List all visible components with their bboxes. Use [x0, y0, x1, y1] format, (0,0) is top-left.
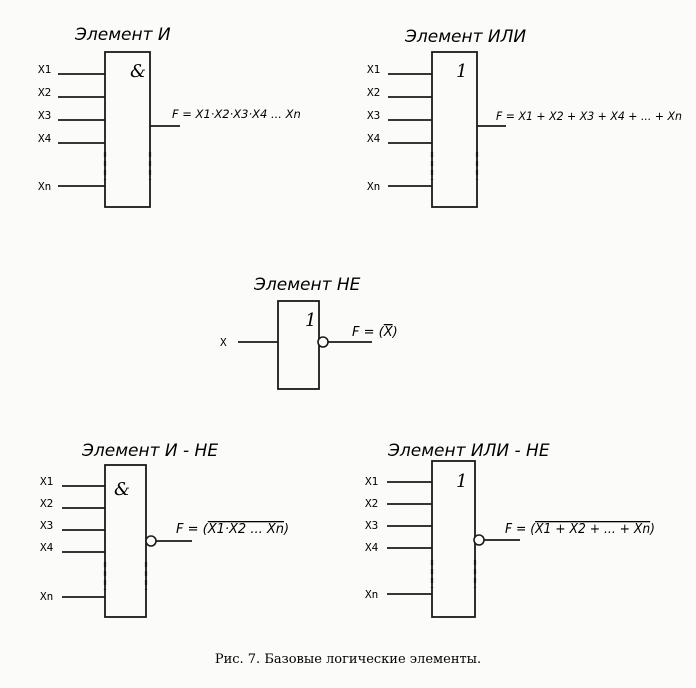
- not-formula-suffix: ): [392, 325, 398, 340]
- or-input-label-1: X1: [367, 63, 380, 76]
- nand-gate-symbol: &: [114, 479, 130, 500]
- or-input-label-n: Xn: [367, 180, 380, 193]
- or-gate-title: Элемент ИЛИ: [404, 27, 526, 47]
- and-input-label-2: X2: [38, 86, 51, 99]
- nor-input-label-n: Xn: [365, 588, 378, 601]
- nand-gate-title: Элемент И - НЕ: [81, 441, 218, 461]
- and-gate-group: Элемент И & X1 X2 X3 X4 Xn F = X1·X2·X3·…: [38, 25, 301, 208]
- nand-input-label-n: Xn: [40, 590, 53, 603]
- nor-inversion-bubble: [473, 534, 485, 546]
- not-inversion-bubble: [317, 336, 329, 348]
- nor-gate-body: [431, 460, 476, 618]
- nor-input-label-3: X3: [365, 519, 378, 532]
- or-output-formula: F = X1 + X2 + X3 + X4 + ... + Xn: [496, 109, 682, 123]
- not-gate-title: Элемент НЕ: [253, 275, 361, 295]
- nand-inversion-bubble: [145, 535, 157, 547]
- and-input-label-4: X4: [38, 132, 52, 145]
- nor-input-label-4: X4: [365, 541, 379, 554]
- not-formula-overlined: X: [383, 325, 394, 340]
- and-gate-title: Элемент И: [74, 25, 171, 45]
- nor-gate-symbol: 1: [456, 471, 467, 492]
- not-gate-symbol: 1: [305, 310, 316, 331]
- and-output-formula: F = X1·X2·X3·X4 ... Xn: [172, 107, 301, 121]
- not-formula-prefix: F = (: [352, 325, 385, 340]
- nand-gate-group: Элемент И - НЕ & X1 X2 X3 X4 Xn F = (X1·…: [40, 441, 289, 618]
- and-input-label-3: X3: [38, 109, 51, 122]
- or-gate-group: Элемент ИЛИ 1 X1 X2 X3 X4 Xn F = X1 + X2…: [367, 27, 682, 208]
- nor-formula-prefix: F = (: [505, 522, 536, 537]
- and-input-label-n: Xn: [38, 180, 51, 193]
- nor-gate-title: Элемент ИЛИ - НЕ: [387, 441, 550, 461]
- nand-formula-suffix: ): [283, 522, 289, 537]
- nand-formula-overlined: X1·X2 ... Xn: [207, 522, 284, 537]
- or-gate-symbol: 1: [456, 61, 467, 82]
- and-input-label-1: X1: [38, 63, 51, 76]
- not-input-label: X: [220, 336, 227, 349]
- nand-input-label-3: X3: [40, 519, 53, 532]
- nor-input-label-1: X1: [365, 475, 378, 488]
- or-input-label-4: X4: [367, 132, 381, 145]
- nor-output-formula: F = (X1 + X2 + ... + Xn): [505, 522, 655, 537]
- figure-caption: Рис. 7. Базовые логические элементы.: [215, 652, 481, 667]
- nand-formula-prefix: F = (: [176, 522, 209, 537]
- not-output-formula: F = (X): [352, 325, 398, 340]
- nor-formula-overlined: X1 + X2 + ... + Xn: [534, 522, 650, 537]
- and-gate-body: [104, 51, 151, 208]
- or-input-label-2: X2: [367, 86, 380, 99]
- nor-gate-group: Элемент ИЛИ - НЕ 1 X1 X2 X3 X4 Xn F = (X…: [365, 441, 655, 618]
- nand-output-formula: F = (X1·X2 ... Xn): [176, 522, 289, 537]
- nand-input-label-1: X1: [40, 475, 53, 488]
- nand-input-label-4: X4: [40, 541, 54, 554]
- or-gate-body: [431, 51, 478, 208]
- or-input-label-3: X3: [367, 109, 380, 122]
- nor-formula-suffix: ): [649, 522, 655, 537]
- nor-input-label-2: X2: [365, 497, 378, 510]
- nand-input-label-2: X2: [40, 497, 53, 510]
- not-gate-group: Элемент НЕ 1 X F = (X): [220, 275, 398, 390]
- and-gate-symbol: &: [130, 61, 146, 82]
